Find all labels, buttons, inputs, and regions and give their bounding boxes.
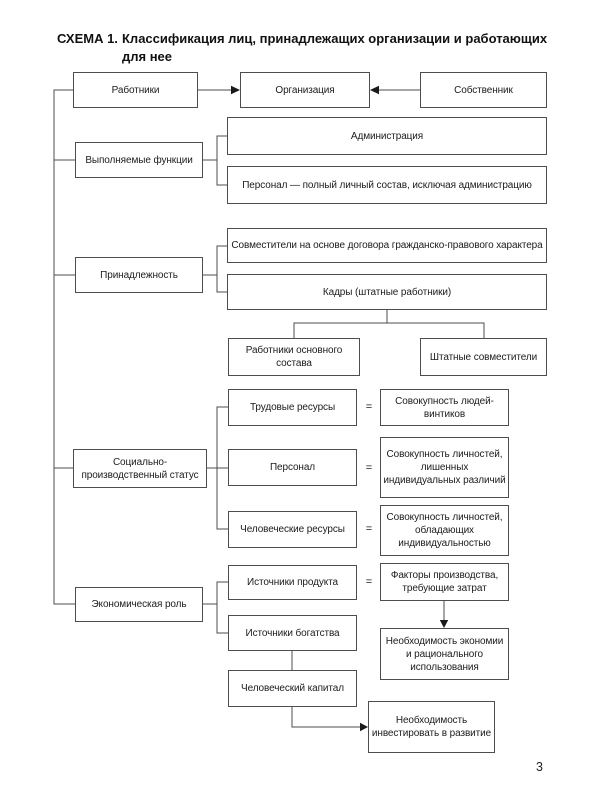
arrowhead-to-investirovat	[360, 722, 368, 732]
arrowhead-to-ekonomiya	[439, 620, 449, 628]
arrowhead-to-organizatsiya-left	[231, 85, 240, 95]
equals-sign-chelovecheskie: =	[365, 523, 373, 535]
bracket-functions	[203, 135, 227, 186]
line-kapital-investirovat	[291, 707, 360, 728]
box-istochniki-produkta: Источники продукта	[228, 565, 357, 600]
box-organizatsiya: Организация	[240, 72, 370, 108]
page-number: 3	[536, 760, 543, 774]
equals-sign-trudovye: =	[365, 401, 373, 413]
box-sobstvennik: Собственник	[420, 72, 547, 108]
box-trudovye-resursy: Трудовые ресурсы	[228, 389, 357, 426]
box-sovmestiteli: Совместители на основе договора гражданс…	[227, 228, 547, 263]
box-shtatnye-sovmestiteli: Штатные совместители	[420, 338, 547, 376]
box-vypolnyaemye-funktsii: Выполняемые функции	[75, 142, 203, 178]
schema-number-label: СХЕМА 1.	[57, 31, 118, 46]
bracket-status	[207, 406, 228, 530]
box-prinadlezhnost: Принадлежность	[75, 257, 203, 293]
box-rabotniki-osnovnogo-sostava: Работники основного состава	[228, 338, 360, 376]
bracket-affiliation	[203, 245, 227, 293]
arrowhead-to-organizatsiya-right	[370, 85, 379, 95]
left-spine	[53, 89, 75, 605]
box-neobkhodimost-ekonomii: Необходимость экономии и рационального и…	[380, 628, 509, 680]
box-chelovecheskij-kapital: Человеческий капитал	[228, 670, 357, 707]
split-kadry-children	[293, 310, 485, 338]
schema-title-text: Классификация лиц, принадлежащих организ…	[122, 31, 548, 65]
box-neobkhodimost-investirovat: Необходимость инвестировать в развитие	[368, 701, 495, 753]
box-sovokupnost-lichnostej-lishennykh: Совокупность личностей, лишенных индивид…	[380, 437, 509, 498]
box-chelovecheskie-resursy: Человеческие ресурсы	[228, 511, 357, 548]
box-ekonomicheskaya-rol: Экономическая роль	[75, 587, 203, 622]
box-sovokupnost-lichnostej-obladayushchikh: Совокупность личностей, обладающих индив…	[380, 505, 509, 556]
box-personal: Персонал	[228, 449, 357, 486]
box-administratsiya: Администрация	[227, 117, 547, 155]
equals-sign-produkta: =	[365, 576, 373, 588]
box-personal-polnyj-sostav: Персонал — полный личный состав, исключа…	[227, 166, 547, 204]
bracket-economic	[203, 581, 228, 634]
box-sovokupnost-lyudej-vintikov: Совокупность людей-винтиков	[380, 389, 509, 426]
diagram-title: СХЕМА 1. Классификация лиц, принадлежащи…	[57, 30, 557, 66]
box-rabotniki: Работники	[73, 72, 198, 108]
box-istochniki-bogatstva: Источники богатства	[228, 615, 357, 651]
box-kadry: Кадры (штатные работники)	[227, 274, 547, 310]
equals-sign-personal: =	[365, 462, 373, 474]
box-sotsialno-proizvodstvennyj-status: Социально-производственный статус	[73, 449, 207, 488]
box-faktory-proizvodstva: Факторы производства, требующие затрат	[380, 563, 509, 601]
